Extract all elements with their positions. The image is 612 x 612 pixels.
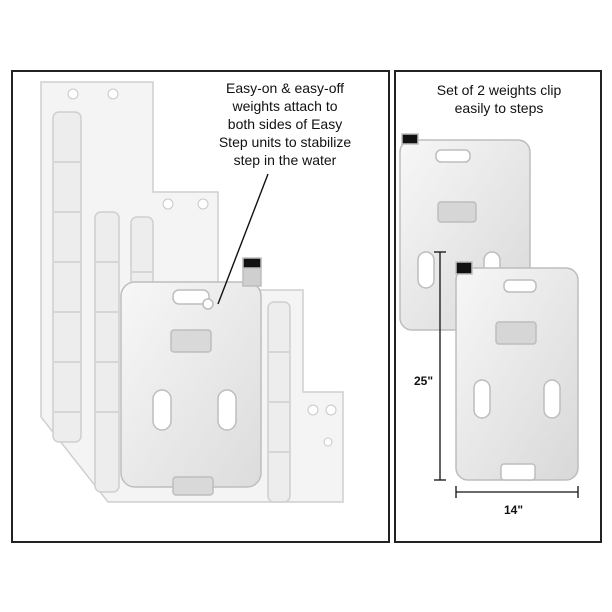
caption-line: both sides of Easy [227, 116, 343, 132]
caption-pointer [217, 173, 269, 305]
set-caption: Set of 2 weights clip easily to steps [406, 81, 592, 117]
caption-line: Step units to stabilize [218, 134, 352, 150]
caption-line: step in the water [233, 152, 337, 168]
width-dimension-label: 14" [504, 503, 524, 517]
weights-set-panel: Set of 2 weights clip easily to steps 25… [394, 70, 602, 543]
dimension-lines [434, 251, 579, 498]
height-dimension-label: 25" [414, 374, 434, 388]
caption-line: Set of 2 weights clip [436, 82, 562, 98]
feature-caption: Easy-on & easy-off weights attach to bot… [191, 79, 379, 169]
step-with-weight-panel: Easy-on & easy-off weights attach to bot… [11, 70, 390, 543]
weight-front [455, 261, 579, 481]
caption-line: Easy-on & easy-off [225, 80, 345, 96]
caption-line: weights attach to [232, 98, 338, 114]
step-illustration [40, 81, 344, 503]
weights-illustration [399, 133, 579, 498]
caption-line: easily to steps [454, 100, 544, 116]
water-weight [120, 257, 262, 496]
